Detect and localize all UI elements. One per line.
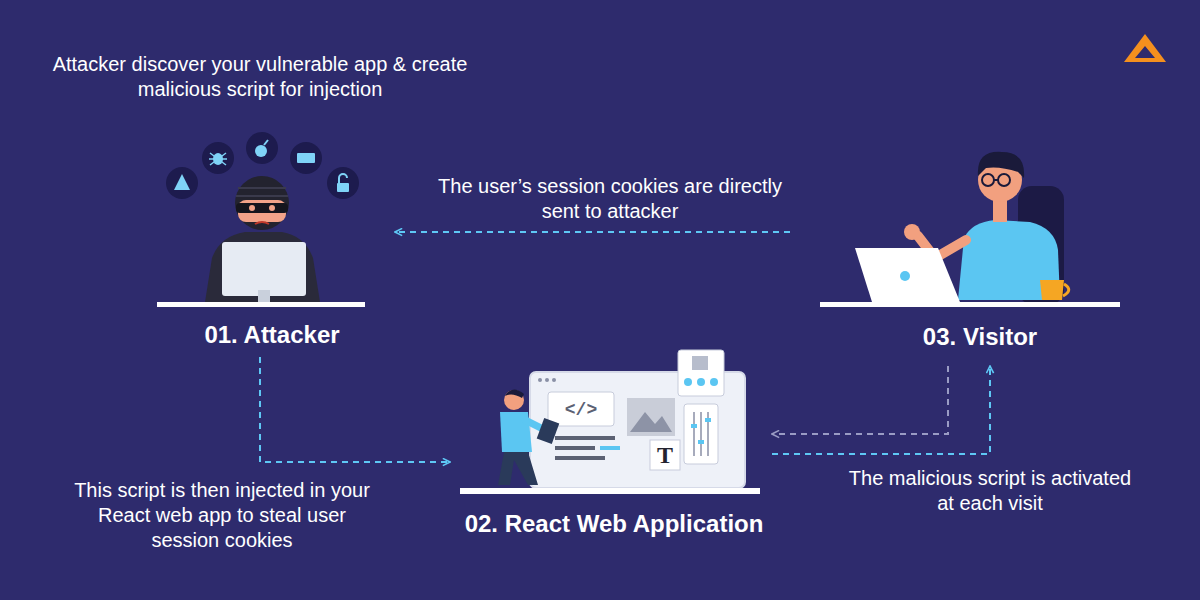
dashed-connector (395, 231, 790, 233)
connector-label: This script is then injected in your Rea… (62, 478, 382, 553)
logo (1124, 34, 1166, 62)
threat-icons (166, 132, 359, 199)
app-illustration (460, 350, 760, 494)
app-illustration (555, 456, 605, 460)
visitor-figure (982, 174, 994, 186)
attacker-figure (205, 232, 320, 302)
app-illustration (498, 452, 538, 485)
app-illustration (460, 488, 760, 494)
visitor-figure (1040, 280, 1064, 300)
illustrated-node: 01. Attacker (150, 125, 395, 357)
logo (1124, 34, 1166, 62)
threat-icons (339, 174, 347, 183)
app-illustration (630, 412, 672, 432)
dashed-connector (260, 357, 450, 462)
node-title: 02. React Web Application (465, 510, 764, 538)
threat-icons (166, 167, 198, 199)
app-illustration (555, 436, 615, 440)
threat-icons (209, 153, 227, 165)
app-illustration (538, 378, 542, 382)
visitor-figure (820, 302, 1120, 307)
app-illustration (705, 418, 711, 422)
attacker-figure (236, 195, 288, 197)
threat-icons (174, 174, 190, 190)
visitor-figure (994, 179, 998, 181)
dashed-connector (772, 366, 948, 434)
attacker-figure (157, 176, 365, 307)
illustrated-node: 02. React Web Application (450, 346, 772, 540)
app-illustration (627, 398, 675, 436)
dashed-connector (772, 366, 990, 454)
note-text: Attacker discover your vulnerable app & … (40, 52, 480, 102)
threat-icons (297, 153, 315, 163)
app-illustration (552, 378, 556, 382)
threat-icons (290, 142, 322, 174)
illustrated-node: 03. Visitor (790, 140, 1120, 366)
visitor-figure (1063, 284, 1069, 296)
visitor-figure (820, 152, 1120, 307)
visitor-figure (855, 248, 960, 302)
threat-icons (202, 142, 234, 174)
app-illustration (600, 446, 620, 450)
app-illustration (548, 392, 614, 426)
app-illustration (710, 378, 718, 386)
visitor-figure (900, 271, 910, 281)
node-title: 03. Visitor (923, 323, 1037, 351)
attacker-figure (238, 187, 286, 189)
attacker-figure (258, 290, 270, 302)
app-illustration (684, 378, 692, 386)
app-illustration (697, 378, 705, 386)
icon-glyph: </> (555, 396, 607, 424)
attacker-figure (235, 176, 289, 230)
app-illustration (692, 356, 708, 370)
threat-icons (327, 167, 359, 199)
icon-glyph: T (650, 441, 680, 469)
attacker-figure (236, 203, 288, 213)
app-illustration (678, 350, 724, 396)
app-illustration (545, 378, 549, 382)
app-illustration (504, 390, 524, 410)
connector-label: The malicious script is activated at eac… (845, 466, 1135, 516)
attacker-figure (222, 242, 306, 296)
app-illustration (698, 440, 704, 444)
threat-icons (264, 140, 268, 145)
attacker-figure (249, 205, 255, 211)
visitor-figure (998, 174, 1010, 186)
app-illustration (505, 389, 524, 398)
threat-icons (337, 183, 349, 192)
attacker-figure (255, 222, 269, 224)
threat-icons (255, 145, 267, 157)
threat-icons (246, 132, 278, 164)
connector-label: The user’s session cookies are directly … (420, 174, 800, 224)
visitor-figure (904, 224, 920, 240)
app-illustration (555, 446, 595, 450)
attacker-figure (269, 205, 275, 211)
app-illustration (537, 418, 560, 444)
app-illustration (684, 404, 718, 464)
attacker-figure (157, 302, 365, 307)
app-illustration (650, 440, 680, 470)
app-illustration (691, 424, 697, 428)
node-title: 01. Attacker (204, 321, 339, 349)
